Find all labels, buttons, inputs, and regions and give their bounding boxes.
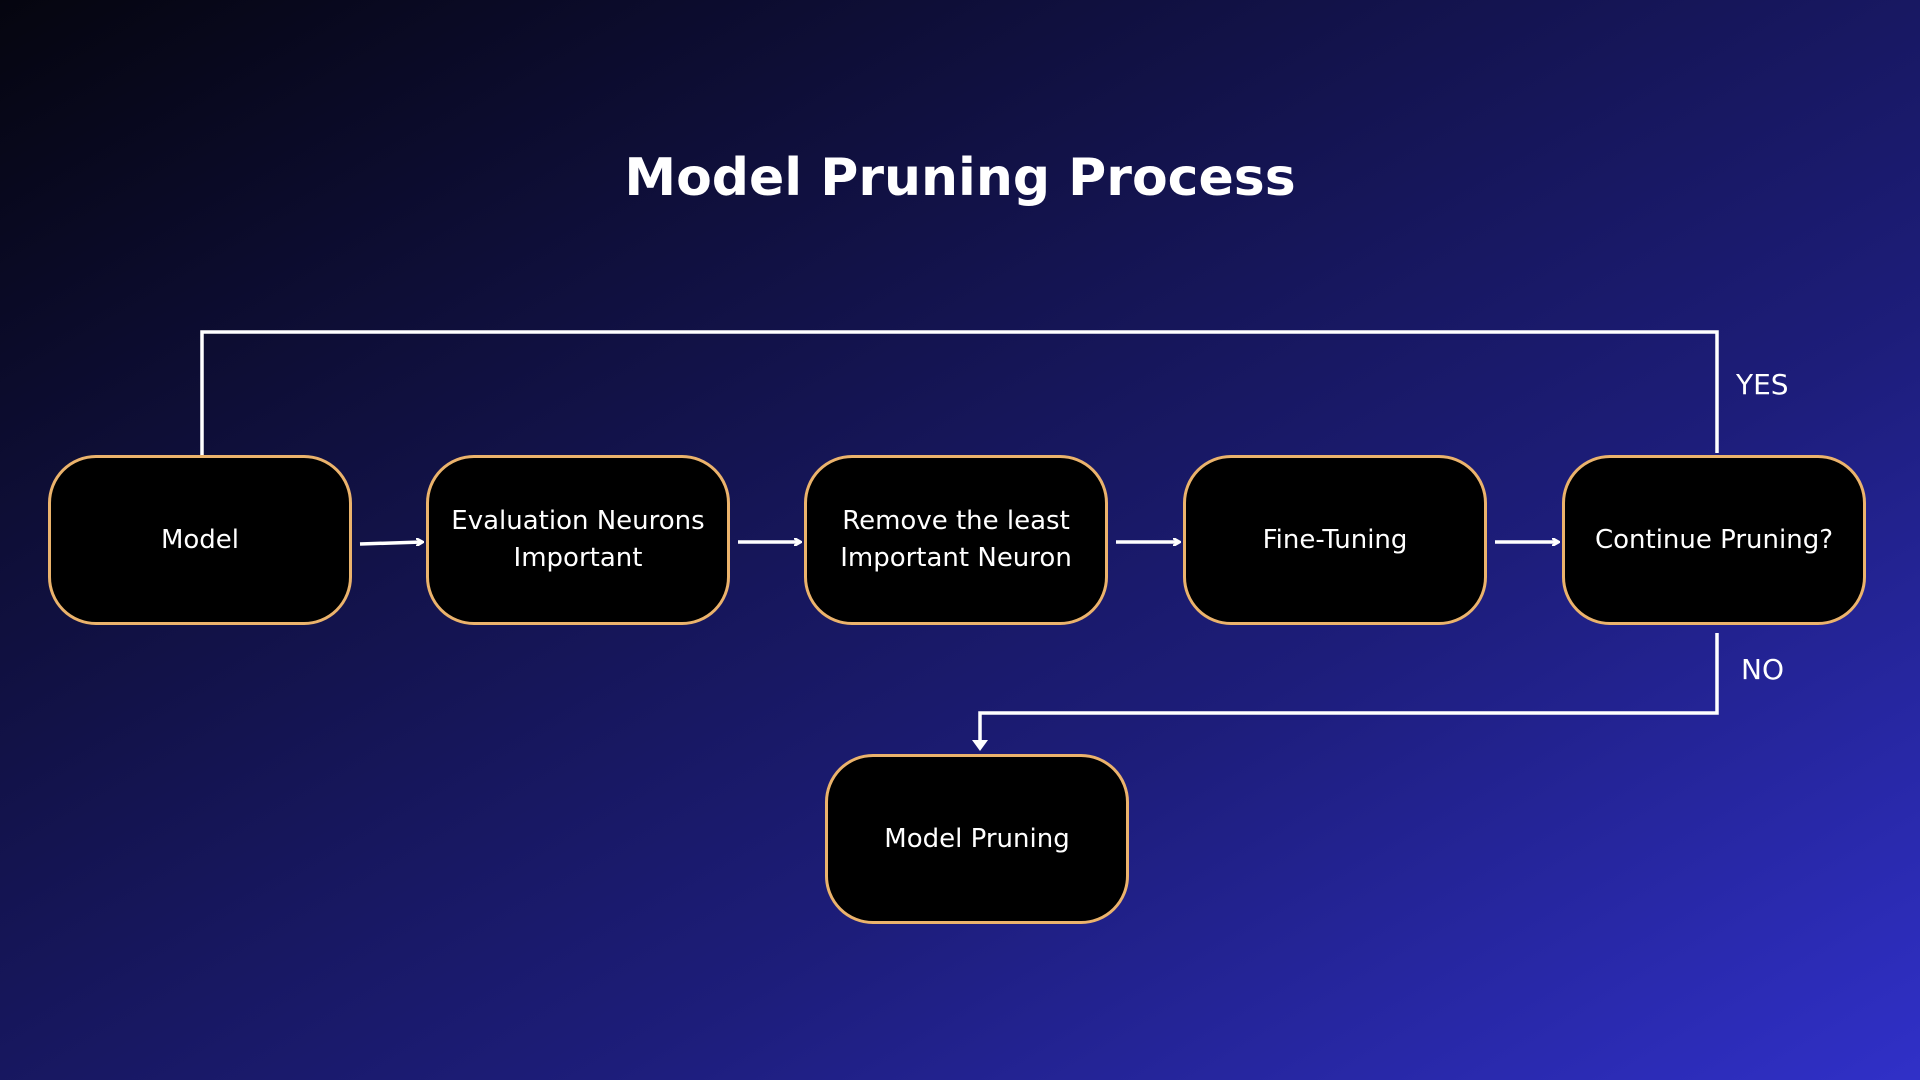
yes-label: YES	[1736, 368, 1789, 401]
node-model-pruning: Model Pruning	[825, 754, 1129, 924]
yes-loop-line	[200, 330, 1719, 462]
arrow-model-to-evaluate	[359, 542, 422, 544]
no-line	[978, 633, 1719, 742]
arrowhead-icon	[972, 740, 988, 751]
no-label: NO	[1741, 653, 1784, 686]
node-fine-tuning: Fine-Tuning	[1183, 455, 1487, 625]
node-evaluate-neurons: Evaluation Neurons Important	[426, 455, 730, 625]
node-model: Model	[48, 455, 352, 625]
node-continue-pruning: Continue Pruning?	[1562, 455, 1866, 625]
node-remove-neuron: Remove the least Important Neuron	[804, 455, 1108, 625]
diagram-title: Model Pruning Process	[624, 148, 1296, 208]
